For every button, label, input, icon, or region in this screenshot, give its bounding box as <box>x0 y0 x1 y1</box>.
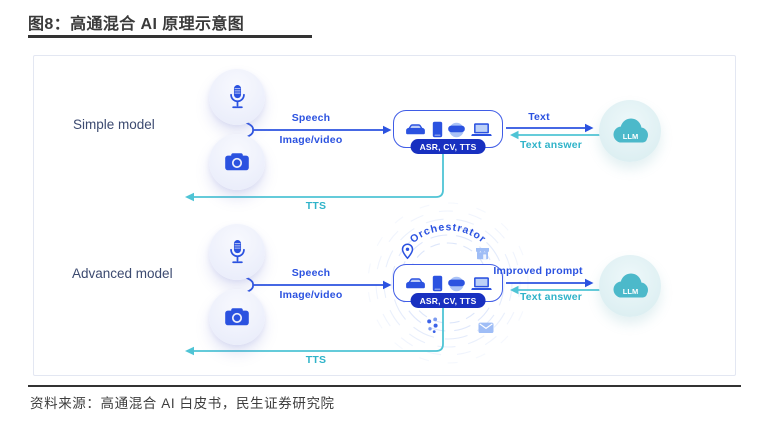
camera-node-advanced <box>209 289 265 345</box>
cloud-icon: LLM <box>613 118 648 143</box>
tts-label-advanced: TTS <box>305 354 327 366</box>
microphone-node-advanced <box>209 224 265 280</box>
tts-label-simple: TTS <box>305 200 327 212</box>
laptop-icon <box>471 122 492 136</box>
car-icon <box>405 277 425 288</box>
smartphone-icon <box>432 121 442 137</box>
device-capabilities-badge-advanced: ASR, CV, TTS <box>410 293 486 308</box>
speech-label-advanced: Speech <box>291 267 331 279</box>
llm-label-simple: LLM <box>623 132 638 141</box>
camera-icon <box>225 153 249 171</box>
text-answer-label-simple: Text answer <box>519 139 583 151</box>
vr-headset-icon <box>448 122 466 137</box>
microphone-icon <box>229 84 245 108</box>
simple-model-label: Simple model <box>73 117 155 132</box>
microphone-node <box>209 69 265 125</box>
image-video-label-advanced: Image/video <box>279 289 343 301</box>
cloud-icon: LLM <box>613 273 648 298</box>
device-capabilities-badge-simple: ASR, CV, TTS <box>410 139 486 154</box>
camera-node <box>209 134 265 190</box>
llm-label-advanced: LLM <box>623 287 638 296</box>
speech-label-simple: Speech <box>291 112 331 124</box>
llm-node-simple: LLM <box>599 100 661 162</box>
edge-device-box-simple: ASR, CV, TTS <box>393 110 503 154</box>
vr-headset-icon <box>448 276 466 291</box>
text-label: Text <box>528 111 550 123</box>
source-note: 资料来源：高通混合 AI 白皮书，民生证券研究院 <box>30 396 335 411</box>
edge-device-box-advanced: ASR, CV, TTS <box>393 264 503 308</box>
smartphone-icon <box>432 275 442 291</box>
car-icon <box>405 123 425 134</box>
camera-icon <box>225 308 249 326</box>
improved-prompt-label: Improved prompt <box>493 265 583 277</box>
title-underline <box>28 35 312 38</box>
laptop-icon <box>471 276 492 290</box>
advanced-model-label: Advanced model <box>72 266 173 281</box>
page-title: 图8：高通混合 AI 原理示意图 <box>28 16 245 33</box>
llm-node-advanced: LLM <box>599 255 661 317</box>
image-video-label-simple: Image/video <box>279 134 343 146</box>
text-answer-label-advanced: Text answer <box>519 291 583 303</box>
microphone-icon <box>229 239 245 263</box>
source-divider <box>28 385 741 387</box>
